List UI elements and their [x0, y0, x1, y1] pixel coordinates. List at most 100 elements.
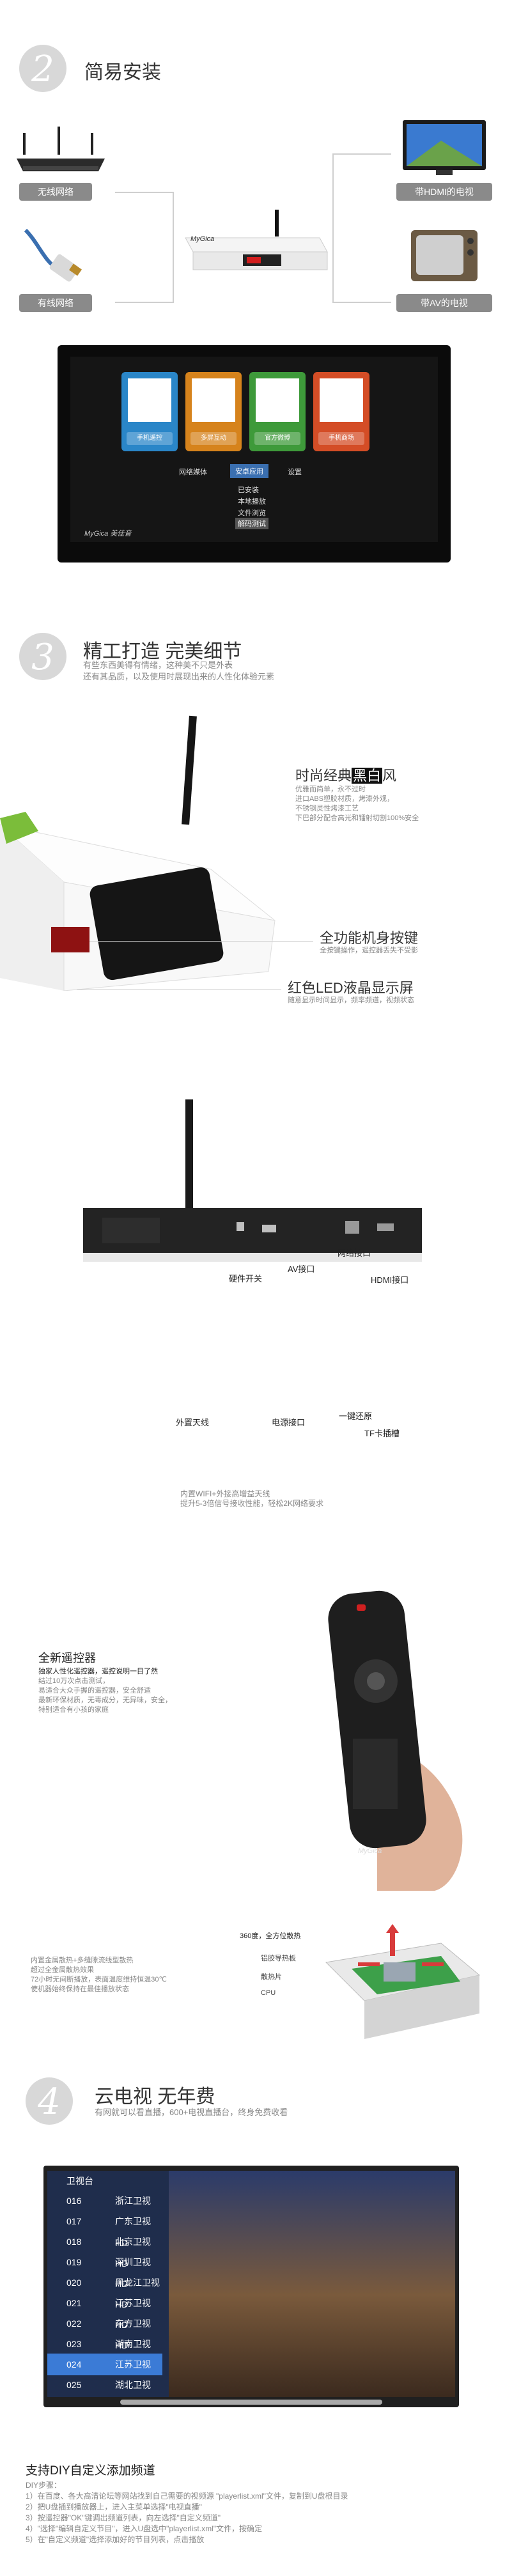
- section-title: 简易安装: [84, 62, 161, 83]
- wired-network-label: 有线网络: [19, 294, 92, 312]
- qr-card-store[interactable]: 手机商场: [313, 372, 369, 451]
- channel-name: 深圳卫视HD: [115, 2257, 151, 2289]
- channel-number: 020: [66, 2277, 82, 2288]
- remote-desc: 独家人性化遥控器，遥控说明一目了然结过10万次点击测试，易适合大众手握的遥控器，…: [38, 1668, 172, 1714]
- tv-home-screen: 手机遥控 多屏互动 官方微博 手机商场 网络媒体 安卓应用 设置 已安装 本地播…: [70, 357, 438, 542]
- feature-desc-buttons: 全按键操作，遥控器丢失不受影: [320, 947, 418, 954]
- section-number-badge: 4: [26, 2077, 73, 2125]
- right-connector-line: [332, 153, 391, 303]
- wifi-desc: 内置WIFI+外接高增益天线提升5-3倍信号接收性能，轻松2K网络要求: [180, 1489, 324, 1508]
- menu-tab-media[interactable]: 网络媒体: [179, 469, 207, 476]
- av-tv-label: 带AV的电视: [396, 294, 492, 312]
- remote-brand-label: MyGica: [358, 1847, 382, 1855]
- hdmi-tv-label: 带HDMI的电视: [396, 183, 492, 201]
- cooling-part-plate: 铝胶导热板: [261, 1955, 296, 1962]
- feature-desc-led: 随意显示时间显示，频率频道，视频状态: [288, 997, 414, 1004]
- menu-item-local[interactable]: 本地播放: [238, 498, 266, 506]
- cooling-360-label: 360度，全方位散热: [240, 1932, 301, 1940]
- qr-card-label: 官方微博: [254, 432, 300, 445]
- qr-code: [192, 378, 235, 422]
- qr-card-multiscreen[interactable]: 多屏互动: [185, 372, 242, 451]
- channel-name: 湖南卫视: [115, 2339, 151, 2349]
- feature-title-style: 时尚经典黑白风: [295, 768, 397, 784]
- av-tv-image: [411, 230, 478, 281]
- feature-title-led: 红色LED液晶显示屏: [288, 980, 414, 996]
- cooling-part-sink: 散热片: [261, 1973, 282, 1981]
- qr-code: [320, 378, 363, 422]
- section-title: 云电视 无年费: [95, 2086, 215, 2107]
- channel-number: 024: [66, 2359, 82, 2370]
- set-top-box-image: [185, 210, 328, 270]
- section-subtitle: 有些东西美得有情绪，这种美不只是外表还有其品质，以及使用时展现出来的人性化体验元…: [83, 660, 275, 681]
- qr-card-weibo[interactable]: 官方微博: [249, 372, 306, 451]
- label-av: AV接口: [288, 1264, 315, 1274]
- channel-name: 浙江卫视: [115, 2196, 151, 2206]
- label-reset: 一键还原: [339, 1411, 373, 1421]
- label-tf: TF卡插槽: [364, 1429, 400, 1438]
- qr-card-label: 手机遥控: [127, 432, 173, 445]
- label-switch: 硬件开关: [229, 1274, 263, 1284]
- menu-tab-settings[interactable]: 设置: [288, 469, 302, 476]
- remote-title: 全新遥控器: [38, 1652, 96, 1664]
- menu-tab-apps[interactable]: 安卓应用: [230, 464, 268, 478]
- channel-number: 019: [66, 2257, 82, 2267]
- feature-desc-style: 优雅而简单，永不过时进口ABS塑胶材质，烤漆外观，不锈钢灵性烤漆工艺下巴部分配合…: [295, 786, 419, 822]
- device-back-panel-image: [83, 1099, 422, 1262]
- channel-row[interactable]: 018 北京卫视HD: [47, 2231, 162, 2269]
- label-lan: 网络接口: [338, 1248, 371, 1258]
- section-number-badge: 2: [19, 45, 66, 92]
- channel-row[interactable]: 021 江苏卫视HD: [47, 2292, 162, 2330]
- diy-title: 支持DIY自定义添加频道: [26, 2464, 155, 2478]
- channel-name: 江苏卫视: [115, 2359, 151, 2370]
- hdmi-tv-image: [403, 120, 486, 175]
- channel-name: 黑龙江卫视HD: [115, 2277, 160, 2309]
- menu-item-decode[interactable]: 解码测试: [235, 518, 268, 529]
- qr-code: [256, 378, 299, 422]
- section-number-badge: 3: [19, 633, 66, 680]
- feature-title-buttons: 全功能机身按键: [320, 930, 419, 946]
- wireless-router-image: [17, 127, 105, 171]
- channel-number: 025: [66, 2380, 82, 2390]
- tv-screen-frame: 手机遥控 多屏互动 官方微博 手机商场 网络媒体 安卓应用 设置 已安装 本地播…: [58, 345, 451, 563]
- callout-line: [77, 989, 281, 990]
- menu-item-installed[interactable]: 已安装: [238, 486, 259, 494]
- channel-row[interactable]: 020 黑龙江卫视HD: [47, 2272, 162, 2309]
- section-title: 精工打造 完美细节: [83, 641, 242, 662]
- tv-stand: [120, 2400, 382, 2405]
- label-power: 电源接口: [272, 1418, 306, 1427]
- diy-steps: DIY步骤： 1）在百度、各大高清论坛等网站找到自己需要的视频源 "player…: [26, 2481, 348, 2544]
- ethernet-cable-image: [24, 228, 82, 282]
- channel-row[interactable]: 019 深圳卫视HD: [47, 2251, 162, 2289]
- qr-card-label: 手机商场: [318, 432, 364, 445]
- channel-row[interactable]: 025 湖北卫视: [47, 2374, 162, 2396]
- qr-card-label: 多屏互动: [190, 432, 237, 445]
- live-video-image: [169, 2171, 455, 2397]
- channel-number: 016: [66, 2196, 82, 2206]
- channel-number: 017: [66, 2216, 82, 2226]
- label-hdmi: HDMI接口: [371, 1275, 409, 1285]
- channel-name: 湖北卫视: [115, 2380, 151, 2390]
- qr-card-remote[interactable]: 手机遥控: [121, 372, 178, 451]
- channel-name: 江苏卫视HD: [115, 2298, 151, 2330]
- cooling-part-cpu: CPU: [261, 1989, 276, 1997]
- channel-list-title: 卫视台: [66, 2176, 93, 2186]
- tv-brand-label: MyGica 美佳音: [84, 530, 132, 538]
- label-antenna: 外置天线: [176, 1418, 210, 1427]
- cooling-diagram-image: [325, 1924, 481, 2039]
- channel-number: 021: [66, 2298, 82, 2308]
- channel-row[interactable]: 016 浙江卫视: [47, 2190, 162, 2212]
- channel-name: 北京卫视HD: [115, 2237, 151, 2269]
- channel-number: 018: [66, 2237, 82, 2247]
- device-brand-label: MyGica: [190, 235, 215, 243]
- section-subtitle: 有网就可以看直播，600+电视直播台，终身免费收看: [95, 2107, 288, 2117]
- qr-code: [128, 378, 171, 422]
- channel-row[interactable]: 024 江苏卫视: [47, 2354, 162, 2375]
- menu-item-browser[interactable]: 文件浏览: [238, 509, 266, 517]
- device-closeup-image: [0, 715, 276, 991]
